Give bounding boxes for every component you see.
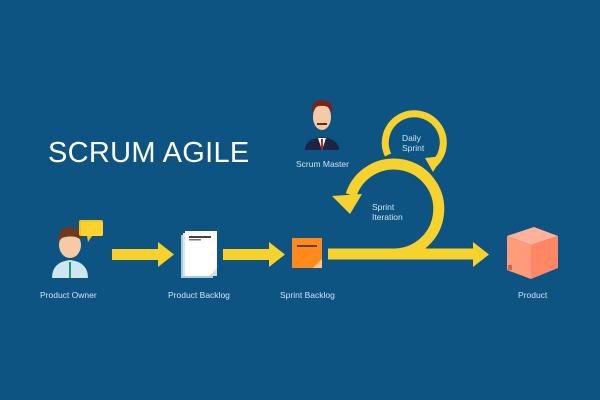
scrum-master-icon — [305, 100, 339, 150]
product-owner-label: Product Owner — [40, 290, 97, 300]
sprint-iteration-loop-arrow — [328, 158, 489, 267]
product-label: Product — [518, 290, 548, 300]
arrow-backlog-to-sprint — [223, 242, 285, 267]
sprint-iteration-line1: Sprint — [372, 202, 395, 212]
daily-sprint-line1: Daily — [402, 133, 421, 143]
page-title: SCRUM AGILE — [48, 137, 250, 169]
arrow-owner-to-backlog — [112, 242, 174, 267]
product-owner-icon — [52, 220, 103, 278]
product-backlog-icon — [181, 231, 217, 278]
daily-sprint-label: Daily Sprint — [402, 133, 424, 153]
daily-sprint-line2: Sprint — [402, 143, 425, 153]
scrum-master-label: Scrum Master — [296, 159, 349, 169]
sprint-backlog-icon — [292, 238, 322, 268]
product-backlog-label: Product Backlog — [168, 290, 230, 300]
product-box-icon — [507, 227, 558, 279]
daily-sprint-loop-arrow — [381, 110, 447, 172]
speech-bubble-icon — [79, 220, 103, 242]
sprint-backlog-label: Sprint Backlog — [280, 290, 335, 300]
sprint-iteration-label: Sprint Iteration — [372, 202, 403, 222]
sprint-iteration-line2: Iteration — [372, 212, 403, 222]
